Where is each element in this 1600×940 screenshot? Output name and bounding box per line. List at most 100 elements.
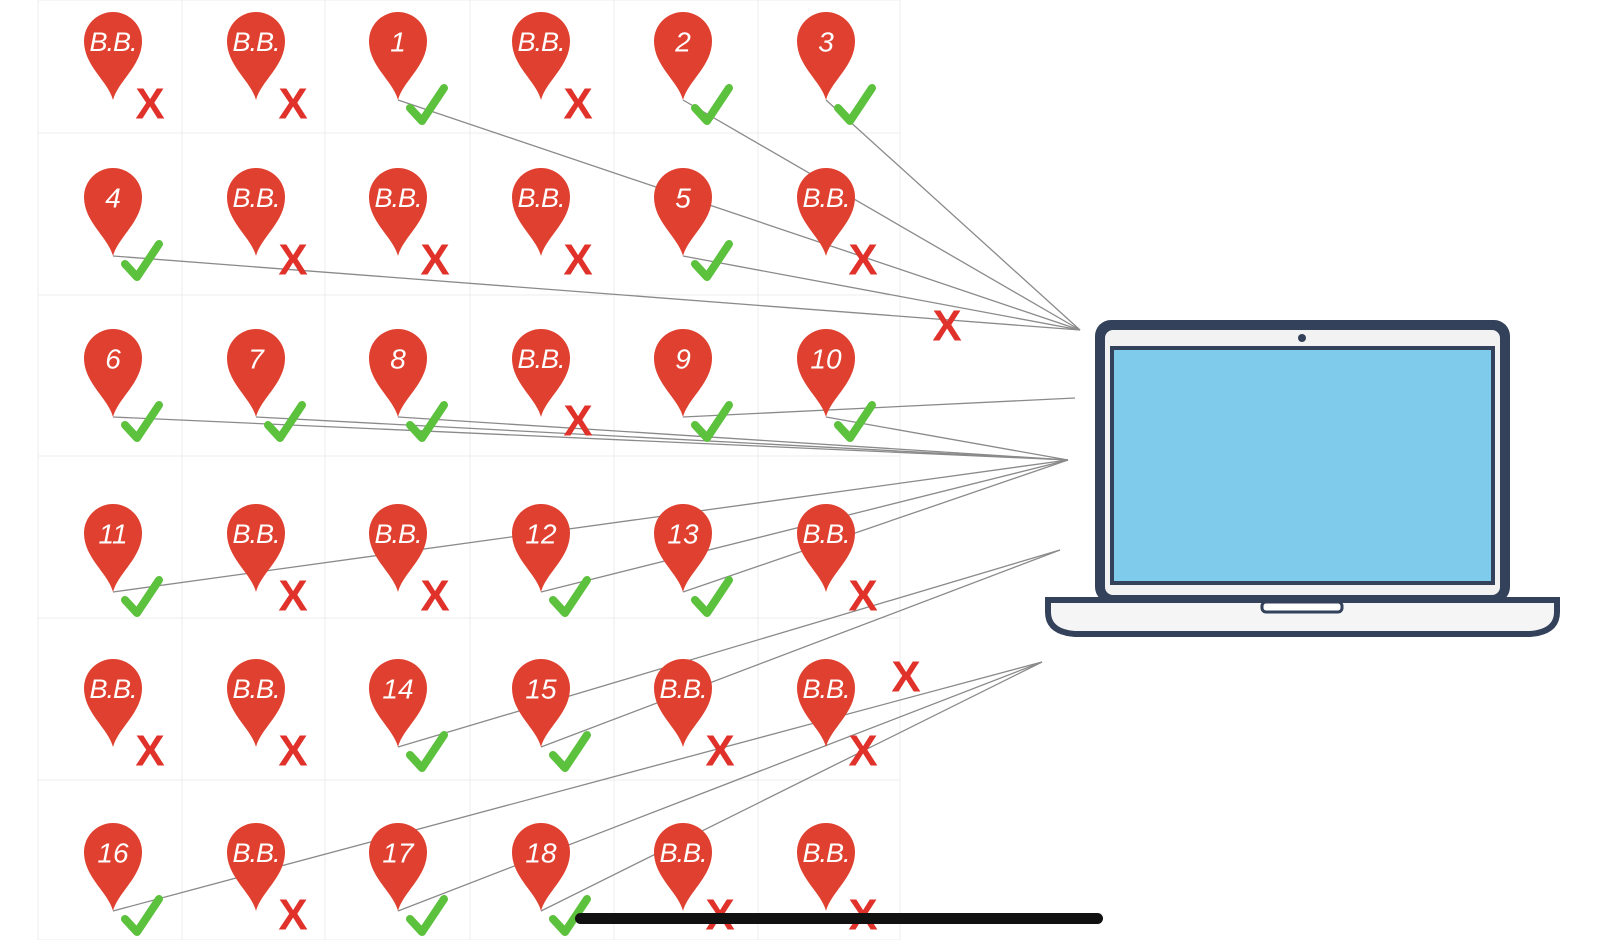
pin-marker-shape: [369, 168, 427, 256]
pin-label: B.B.: [374, 183, 421, 213]
cross-icon: X: [278, 891, 307, 940]
map-pin-icon: B.B. X: [84, 12, 165, 129]
pin-label: 5: [675, 183, 691, 214]
checkmark-icon: [834, 401, 876, 442]
pin-marker-shape: [227, 12, 285, 100]
checkmark-icon: [121, 401, 163, 442]
pin-label: B.B.: [89, 27, 136, 57]
map-pin-icon: 9: [654, 329, 733, 442]
connection-line: [682, 99, 1081, 331]
checkmark-icon: [691, 576, 733, 617]
map-pin-icon: 2: [654, 12, 733, 125]
pin-label: 4: [105, 183, 121, 214]
pin-marker-shape: [369, 504, 427, 592]
pin-label: 16: [97, 838, 129, 869]
checkmark-icon: [549, 731, 591, 772]
pin-marker-shape: [227, 168, 285, 256]
pin-marker-shape: [84, 823, 142, 911]
checkmark-icon: [121, 240, 163, 281]
connection-line: [255, 416, 1069, 461]
pin-label: 9: [675, 344, 691, 375]
pin-marker-shape: [84, 504, 142, 592]
cross-icon: X: [278, 80, 307, 129]
map-pin-icon: 6: [84, 329, 163, 442]
pin-label: 15: [525, 674, 557, 705]
pin-label: 2: [674, 27, 691, 58]
cross-icon: X: [563, 397, 592, 446]
pin-label: 7: [248, 344, 265, 375]
pin-marker-shape: [227, 329, 285, 417]
cross-icon: X: [135, 80, 164, 129]
map-pin-icon: 5: [654, 168, 733, 281]
pin-marker-shape: [369, 12, 427, 100]
pin-marker-shape: [654, 12, 712, 100]
blocked-connection-cross-icon: X: [932, 302, 961, 351]
map-pin-icon: 14: [369, 659, 448, 772]
laptop-icon: [1045, 320, 1560, 637]
map-pin-icon: B.B. X: [227, 12, 308, 129]
home-indicator-bar[interactable]: [575, 913, 1103, 924]
map-pin-icon: 13: [654, 504, 733, 617]
cross-icon: X: [848, 727, 877, 776]
map-pin-icon: 1: [369, 12, 448, 125]
connection-lines: XX: [112, 99, 1081, 912]
map-pin-icon: 17: [369, 823, 448, 936]
pin-marker-shape: [84, 659, 142, 747]
pin-label: 1: [390, 27, 406, 58]
cross-icon: X: [420, 572, 449, 621]
cross-icon: X: [278, 236, 307, 285]
laptop-notch: [1260, 600, 1344, 614]
map-pin-icon: 4: [84, 168, 163, 281]
pin-label: B.B.: [232, 674, 279, 704]
pin-label: 10: [810, 344, 842, 375]
pin-label: B.B.: [802, 183, 849, 213]
map-pin-icon: B.B.X: [84, 659, 165, 776]
pin-label: 18: [525, 838, 557, 869]
connection-line: [112, 255, 1081, 331]
pin-marker-shape: [654, 168, 712, 256]
connection-line: [682, 459, 1069, 593]
cross-icon: X: [848, 572, 877, 621]
pin-marker-shape: [369, 659, 427, 747]
checkmark-icon: [406, 895, 448, 936]
pin-label: B.B.: [232, 27, 279, 57]
connection-line: [397, 99, 1081, 331]
pin-label: B.B.: [374, 519, 421, 549]
pin-label: 11: [98, 519, 127, 550]
pin-label: B.B.: [802, 674, 849, 704]
map-pin-icon: B.B.X: [227, 823, 308, 940]
cross-icon: X: [563, 236, 592, 285]
checkmark-icon: [406, 84, 448, 125]
connection-line: [397, 549, 1061, 748]
connection-line: [112, 459, 1069, 593]
pin-marker-shape: [369, 823, 427, 911]
pin-label: B.B.: [517, 27, 564, 57]
connection-line: [682, 255, 1081, 331]
pin-marker-shape: [512, 12, 570, 100]
map-pin-icon: 10: [797, 329, 876, 442]
connection-line: [540, 661, 1043, 912]
pin-marker-shape: [654, 823, 712, 911]
map-pin-icon: B.B.X: [797, 504, 878, 621]
map-pin-icon: B.B.X: [227, 659, 308, 776]
map-pin-icon: B.B.X: [512, 12, 593, 129]
map-pin-icon: B.B. X: [797, 168, 878, 285]
checkmark-icon: [406, 401, 448, 442]
pin-marker-shape: [797, 329, 855, 417]
pin-label: 14: [382, 674, 413, 705]
connection-line: [540, 549, 1061, 748]
pin-marker-shape: [227, 504, 285, 592]
map-pin-icon: B.B. X: [797, 659, 878, 776]
pin-marker-shape: [797, 168, 855, 256]
connection-line: [825, 99, 1081, 331]
connection-line: [825, 416, 1069, 461]
connection-line: [397, 661, 1043, 912]
map-pin-icon: B.B.X: [654, 659, 735, 776]
map-pin-icon: B.B. X: [512, 329, 593, 446]
pin-marker-shape: [654, 329, 712, 417]
cross-icon: X: [848, 236, 877, 285]
pin-label: B.B.: [517, 344, 564, 374]
map-pin-icon: B.B.X: [512, 168, 593, 285]
